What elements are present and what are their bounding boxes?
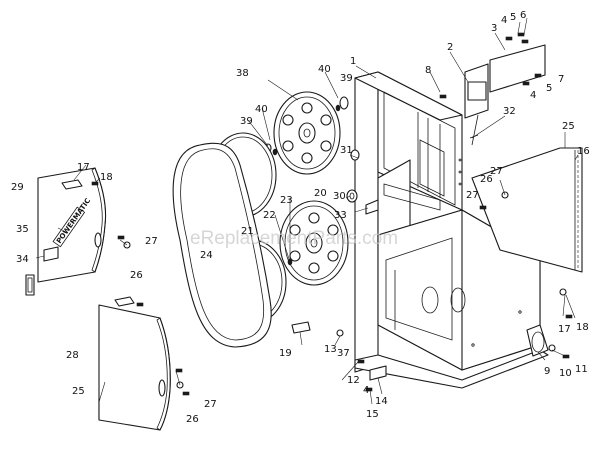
side-panel (471, 147, 583, 273)
callout-7: 7 (558, 74, 564, 85)
callout-19: 19 (279, 348, 292, 359)
callout-3: 3 (491, 23, 497, 34)
motor-assembly (464, 44, 546, 146)
callout-40: 40 (255, 104, 268, 115)
callout-4: 4 (501, 15, 507, 26)
callout-4: 4 (363, 385, 369, 396)
callout-40: 40 (318, 64, 331, 75)
callout-26: 26 (130, 270, 143, 281)
callout-16: 16 (577, 146, 590, 157)
callout-4: 4 (530, 90, 536, 101)
small-parts (123, 149, 567, 389)
callout-32: 32 (503, 106, 516, 117)
callout-12: 12 (347, 375, 360, 386)
callout-5: 5 (510, 12, 516, 23)
callout-17: 17 (77, 162, 90, 173)
callout-39: 39 (340, 73, 353, 84)
callout-27: 27 (145, 236, 158, 247)
bolts (91, 32, 573, 396)
blade (172, 142, 272, 348)
callout-27: 27 (466, 190, 479, 201)
callout-38: 38 (236, 68, 249, 79)
callout-23: 23 (280, 195, 293, 206)
callout-33: 33 (334, 210, 347, 221)
lower-wheel (279, 200, 349, 286)
callout-39: 39 (240, 116, 253, 127)
callout-17: 17 (558, 324, 571, 335)
callouts: 1 2 3 4 5 6 7 5 4 8 32 25 16 26 27 27 38… (11, 10, 590, 425)
upper-door: POWERMATIC (37, 167, 107, 283)
callout-28: 28 (66, 350, 79, 361)
callout-31: 31 (340, 145, 353, 156)
callout-2: 2 (447, 42, 453, 53)
callout-27: 27 (490, 166, 503, 177)
callout-13: 13 (324, 344, 337, 355)
callout-10: 10 (559, 368, 572, 379)
callout-26: 26 (480, 174, 493, 185)
callout-22: 22 (263, 210, 276, 221)
callout-20: 20 (314, 188, 327, 199)
lower-door (98, 296, 171, 431)
callout-30: 30 (333, 191, 346, 202)
callout-24: 24 (200, 250, 213, 261)
callout-18: 18 (576, 322, 589, 333)
callout-21: 21 (241, 226, 254, 237)
leader-lines (35, 17, 579, 405)
callout-25: 25 (72, 386, 85, 397)
callout-25: 25 (562, 121, 575, 132)
callout-15: 15 (366, 409, 379, 420)
callout-11: 11 (575, 364, 588, 375)
callout-8: 8 (425, 65, 431, 76)
callout-26: 26 (186, 414, 199, 425)
callout-37: 37 (337, 348, 350, 359)
callout-27: 27 (204, 399, 217, 410)
upper-wheel (264, 91, 349, 175)
callout-14: 14 (375, 396, 388, 407)
callout-5: 5 (546, 83, 552, 94)
callout-9: 9 (544, 366, 550, 377)
callout-18: 18 (100, 172, 113, 183)
callout-1: 1 (350, 56, 356, 67)
callout-6: 6 (520, 10, 526, 21)
callout-35: 35 (16, 224, 29, 235)
callout-34: 34 (16, 254, 29, 265)
callout-29: 29 (11, 182, 24, 193)
watermark: eReplacementParts.com (190, 228, 398, 249)
